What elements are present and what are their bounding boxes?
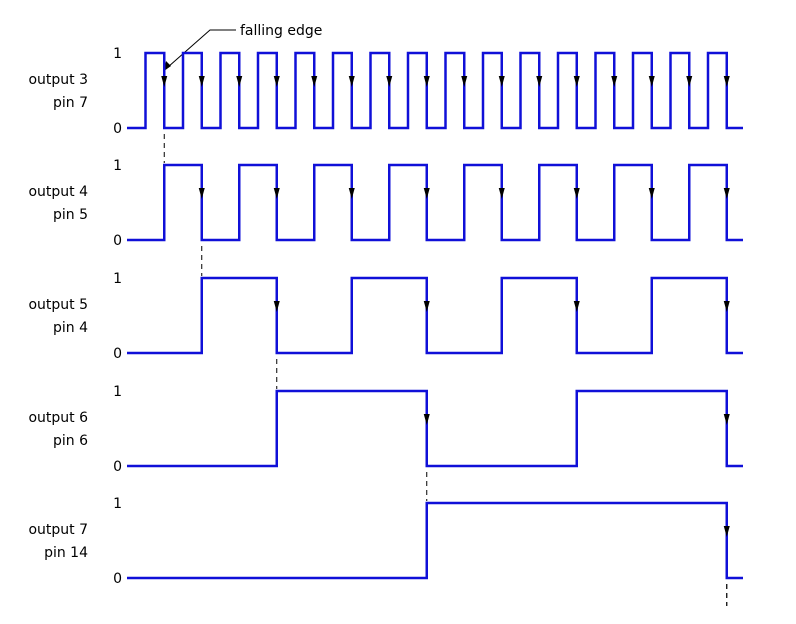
falling-edge-arrow-icon [348, 188, 355, 199]
cascade-dashed-lines [163, 134, 728, 606]
falling-edge-arrow-icon [198, 76, 205, 87]
falling-edge-arrow-icon [573, 301, 580, 312]
falling-edge-arrow-icon [723, 76, 730, 87]
level-low-label: 0 [113, 233, 122, 249]
falling-edge-arrow-icon [273, 76, 280, 87]
falling-edge-arrow-icon [536, 76, 543, 87]
falling-edge-arrow-icon [648, 188, 655, 199]
signal-row: output 3 pin 7 1 0 [28, 46, 743, 137]
falling-edge-arrow-icon [273, 188, 280, 199]
signal-pin-label: pin 7 [53, 95, 88, 111]
signal-pin-label: pin 5 [53, 207, 88, 223]
signal-name-label: output 5 [28, 297, 88, 313]
falling-edge-arrow-icon [648, 76, 655, 87]
signal-rows: output 3 pin 7 1 0 output 4 pin 5 1 0 output 5 pi… [28, 46, 743, 587]
level-low-label: 0 [113, 571, 122, 587]
falling-edge-arrow-icon [723, 526, 730, 537]
level-high-label: 1 [113, 496, 122, 512]
level-low-label: 0 [113, 346, 122, 362]
level-low-label: 0 [113, 121, 122, 137]
level-high-label: 1 [113, 271, 122, 287]
falling-edge-arrow-icon [423, 188, 430, 199]
falling-edge-arrow-icon [423, 414, 430, 425]
falling-edge-arrow-icon [348, 76, 355, 87]
falling-edge-arrow-icon [723, 301, 730, 312]
callout-arrowhead-icon [164, 61, 171, 71]
signal-pin-label: pin 6 [53, 433, 88, 449]
falling-edge-arrow-icon [573, 188, 580, 199]
falling-edge-arrow-icon [423, 76, 430, 87]
signal-pin-label: pin 4 [53, 320, 88, 336]
falling-edge-arrow-icon [573, 76, 580, 87]
falling-edge-arrow-icon [723, 188, 730, 199]
falling-edge-arrow-icon [236, 76, 243, 87]
falling-edge-arrow-icon [311, 76, 318, 87]
level-high-label: 1 [113, 158, 122, 174]
signal-name-label: output 4 [28, 184, 88, 200]
waveform-trace [127, 276, 743, 355]
signal-name-label: output 3 [28, 72, 88, 88]
level-low-label: 0 [113, 459, 122, 475]
waveform-trace [127, 163, 743, 242]
falling-edge-arrow-icon [273, 301, 280, 312]
waveform-trace [127, 501, 743, 580]
signal-name-label: output 7 [28, 522, 88, 538]
waveform-trace [127, 51, 743, 130]
falling-edge-arrow-icon [498, 76, 505, 87]
falling-edge-arrow-icon [723, 414, 730, 425]
level-high-label: 1 [113, 384, 122, 400]
falling-edge-arrow-icon [161, 76, 168, 87]
signal-row: output 5 pin 4 1 0 [28, 271, 743, 362]
level-high-label: 1 [113, 46, 122, 62]
signal-row: output 7 pin 14 1 0 [28, 496, 743, 587]
falling-edge-arrow-icon [386, 76, 393, 87]
falling-edge-annotation: falling edge [240, 23, 322, 39]
falling-edge-arrow-icon [461, 76, 468, 87]
signal-name-label: output 6 [28, 410, 88, 426]
falling-edge-arrow-icon [686, 76, 693, 87]
waveform-trace [127, 389, 743, 468]
falling-edge-arrow-icon [611, 76, 618, 87]
signal-row: output 4 pin 5 1 0 [28, 158, 743, 249]
falling-edge-arrow-icon [423, 301, 430, 312]
falling-edge-arrow-icon [198, 188, 205, 199]
signal-row: output 6 pin 6 1 0 [28, 384, 743, 475]
signal-pin-label: pin 14 [44, 545, 88, 561]
falling-edge-arrow-icon [498, 188, 505, 199]
